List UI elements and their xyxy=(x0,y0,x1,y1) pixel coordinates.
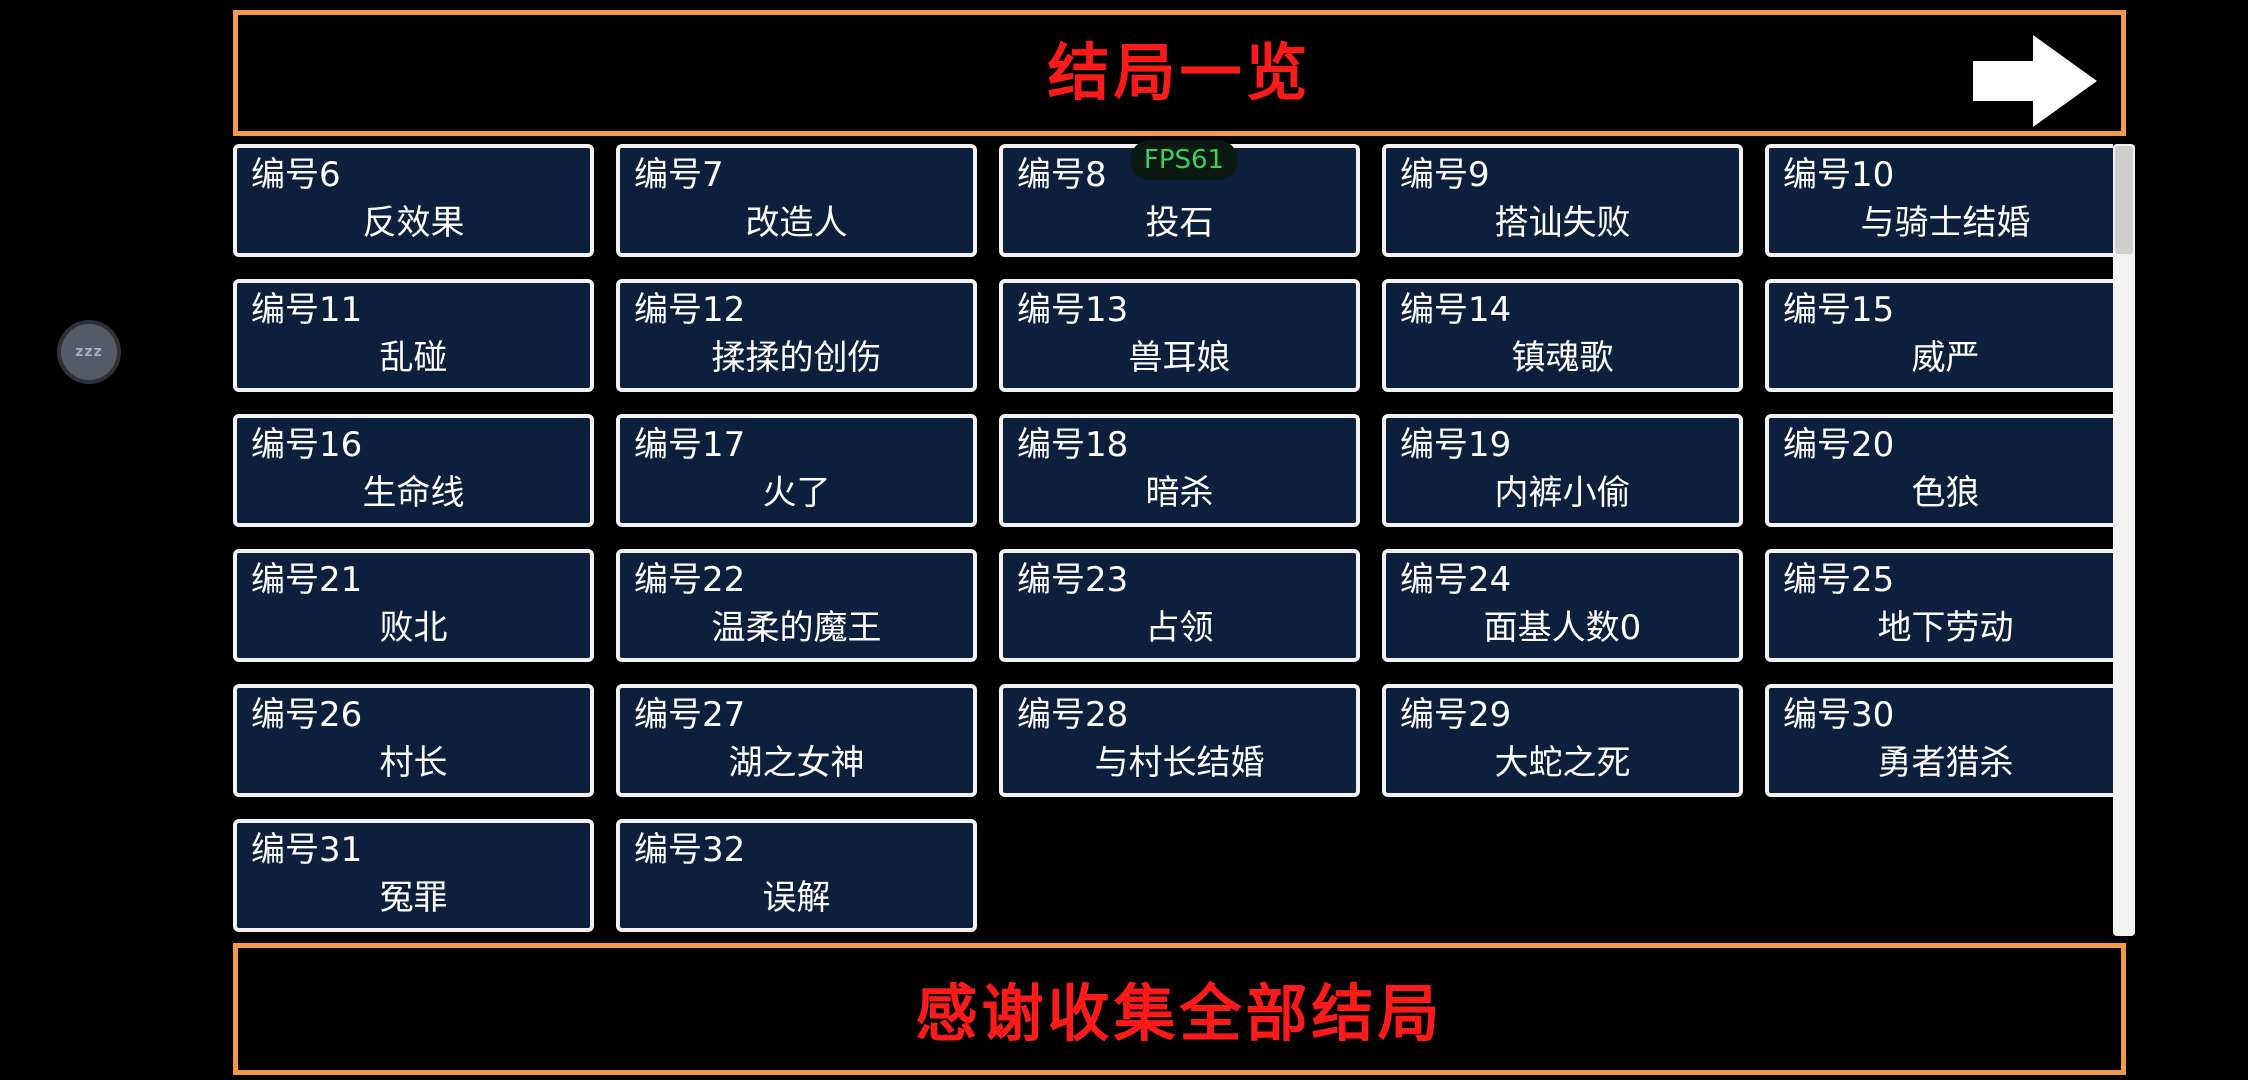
ending-number: 编号9 xyxy=(1400,155,1490,195)
ending-number: 编号23 xyxy=(1017,560,1129,600)
ending-card[interactable]: 编号6 反效果 xyxy=(233,144,594,257)
ending-card[interactable]: 编号27 湖之女神 xyxy=(616,684,977,797)
ending-number: 编号32 xyxy=(634,830,746,870)
ending-number: 编号13 xyxy=(1017,290,1129,330)
ending-name: 面基人数0 xyxy=(1483,608,1642,648)
ending-number: 编号10 xyxy=(1783,155,1895,195)
ending-number: 编号29 xyxy=(1400,695,1512,735)
ending-card[interactable]: 编号13 兽耳娘 xyxy=(999,279,1360,392)
ending-card[interactable]: 编号7 改造人 xyxy=(616,144,977,257)
ending-name: 湖之女神 xyxy=(728,743,865,783)
ending-name: 勇者猎杀 xyxy=(1877,743,2014,783)
ending-number: 编号14 xyxy=(1400,290,1512,330)
ending-name: 与村长结婚 xyxy=(1094,743,1265,783)
ending-number: 编号30 xyxy=(1783,695,1895,735)
ending-name: 威严 xyxy=(1911,338,1980,378)
arrow-right-icon xyxy=(1973,35,2097,127)
ending-card[interactable]: 编号11 乱碰 xyxy=(233,279,594,392)
ending-card[interactable]: 编号23 占领 xyxy=(999,549,1360,662)
ending-number: 编号7 xyxy=(634,155,724,195)
ending-card[interactable]: 编号12 揉揉的创伤 xyxy=(616,279,977,392)
ending-card[interactable]: 编号10 与骑士结婚 xyxy=(1765,144,2113,257)
ending-name: 占领 xyxy=(1145,608,1214,648)
ending-number: 编号16 xyxy=(251,425,363,465)
ending-number: 编号26 xyxy=(251,695,363,735)
page-title: 结局一览 xyxy=(1047,36,1312,109)
ending-name: 反效果 xyxy=(362,203,465,243)
ending-name: 生命线 xyxy=(362,473,465,513)
ending-name: 地下劳动 xyxy=(1877,608,2014,648)
sleep-icon[interactable]: zzz xyxy=(57,320,121,384)
footer-message: 感谢收集全部结局 xyxy=(915,977,1444,1050)
ending-name: 兽耳娘 xyxy=(1128,338,1231,378)
header-panel: 结局一览 xyxy=(233,10,2126,136)
ending-card[interactable]: 编号28 与村长结婚 xyxy=(999,684,1360,797)
ending-name: 与骑士结婚 xyxy=(1860,203,2031,243)
ending-number: 编号15 xyxy=(1783,290,1895,330)
ending-number: 编号21 xyxy=(251,560,363,600)
ending-card[interactable]: 编号21 败北 xyxy=(233,549,594,662)
ending-card[interactable]: 编号22 温柔的魔王 xyxy=(616,549,977,662)
ending-number: 编号27 xyxy=(634,695,746,735)
ending-card[interactable]: 编号30 勇者猎杀 xyxy=(1765,684,2113,797)
ending-name: 乱碰 xyxy=(379,338,448,378)
ending-number: 编号6 xyxy=(251,155,341,195)
ending-name: 败北 xyxy=(379,608,448,648)
ending-card[interactable]: 编号29 大蛇之死 xyxy=(1382,684,1743,797)
ending-card[interactable]: 编号20 色狼 xyxy=(1765,414,2113,527)
ending-name: 改造人 xyxy=(745,203,848,243)
ending-card[interactable]: 编号14 镇魂歌 xyxy=(1382,279,1743,392)
ending-card[interactable]: 编号18 暗杀 xyxy=(999,414,1360,527)
ending-number: 编号24 xyxy=(1400,560,1512,600)
ending-name: 搭讪失败 xyxy=(1494,203,1631,243)
ending-number: 编号8 xyxy=(1017,155,1107,195)
fps-counter: FPS61 xyxy=(1130,140,1238,180)
ending-name: 冤罪 xyxy=(379,878,448,918)
ending-name: 误解 xyxy=(762,878,831,918)
footer-panel: 感谢收集全部结局 xyxy=(233,943,2126,1075)
ending-card[interactable]: 编号19 内裤小偷 xyxy=(1382,414,1743,527)
ending-name: 揉揉的创伤 xyxy=(711,338,882,378)
ending-number: 编号12 xyxy=(634,290,746,330)
ending-card[interactable]: 编号25 地下劳动 xyxy=(1765,549,2113,662)
ending-number: 编号31 xyxy=(251,830,363,870)
ending-card[interactable]: 编号31 冤罪 xyxy=(233,819,594,932)
scrollbar-thumb[interactable] xyxy=(2115,146,2133,254)
ending-number: 编号18 xyxy=(1017,425,1129,465)
ending-name: 温柔的魔王 xyxy=(711,608,882,648)
scrollbar[interactable] xyxy=(2113,144,2135,936)
ending-number: 编号20 xyxy=(1783,425,1895,465)
ending-card[interactable]: 编号26 村长 xyxy=(233,684,594,797)
ending-number: 编号22 xyxy=(634,560,746,600)
ending-name: 镇魂歌 xyxy=(1511,338,1614,378)
ending-number: 编号19 xyxy=(1400,425,1512,465)
ending-card[interactable]: 编号24 面基人数0 xyxy=(1382,549,1743,662)
ending-card[interactable]: 编号17 火了 xyxy=(616,414,977,527)
next-page-button[interactable] xyxy=(1971,31,2099,131)
ending-name: 内裤小偷 xyxy=(1494,473,1631,513)
ending-number: 编号28 xyxy=(1017,695,1129,735)
ending-number: 编号25 xyxy=(1783,560,1895,600)
ending-number: 编号17 xyxy=(634,425,746,465)
ending-card[interactable]: 编号16 生命线 xyxy=(233,414,594,527)
ending-name: 火了 xyxy=(762,473,831,513)
ending-name: 投石 xyxy=(1145,203,1214,243)
ending-name: 村长 xyxy=(379,743,448,783)
ending-name: 色狼 xyxy=(1911,473,1980,513)
ending-name: 暗杀 xyxy=(1145,473,1214,513)
ending-card[interactable]: 编号32 误解 xyxy=(616,819,977,932)
ending-number: 编号11 xyxy=(251,290,363,330)
ending-card[interactable]: 编号15 威严 xyxy=(1765,279,2113,392)
ending-name: 大蛇之死 xyxy=(1494,743,1631,783)
